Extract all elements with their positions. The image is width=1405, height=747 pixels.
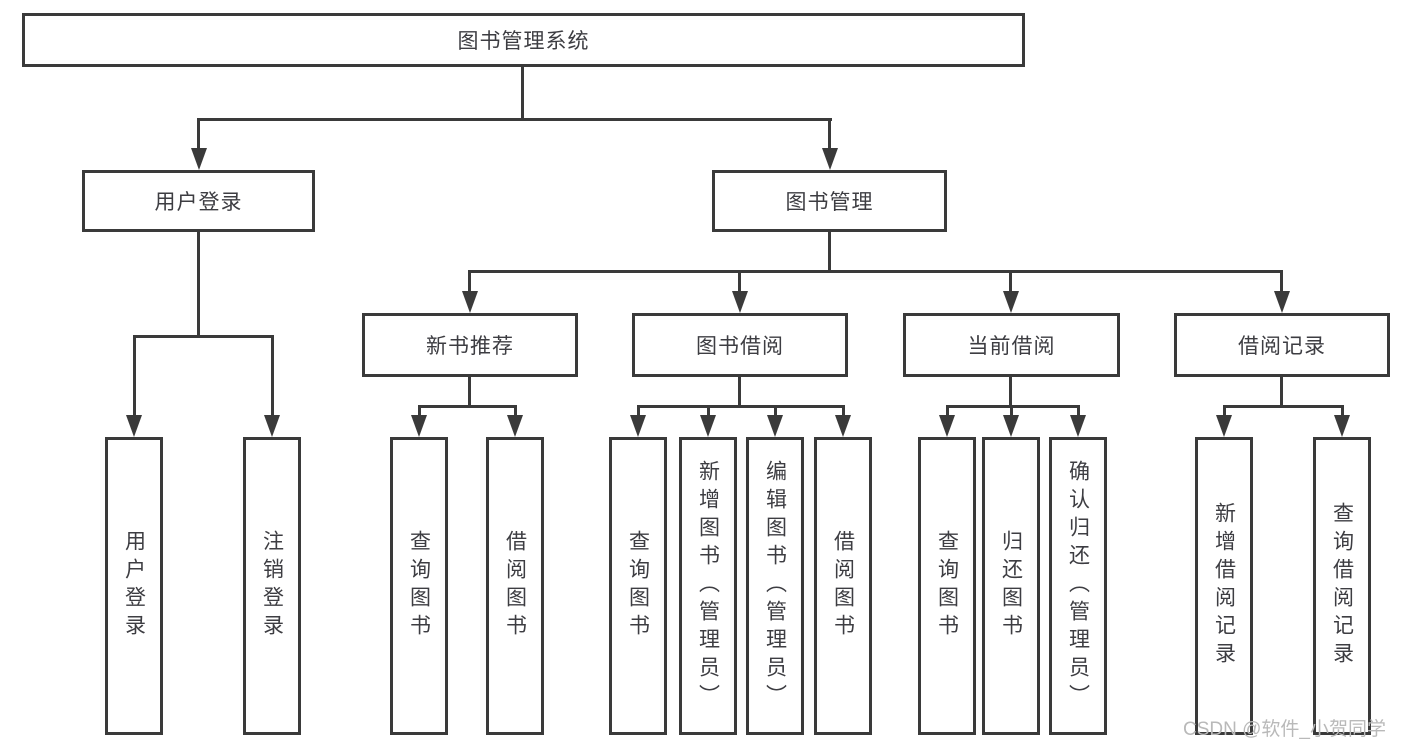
leaf-query-books-1: 查询图书 (390, 437, 448, 735)
leaf-add-borrow-record: 新增借阅记录 (1195, 437, 1253, 735)
arrowhead-icon (264, 415, 280, 437)
connector-rail (637, 405, 845, 408)
arrowhead-icon (700, 415, 716, 437)
arrowhead-icon (939, 415, 955, 437)
node-borrowing-records: 借阅记录 (1174, 313, 1390, 377)
arrowhead-book-mgmt-icon (822, 148, 838, 170)
node-book-management-system: 图书管理系统 (22, 13, 1025, 67)
leaf-add-book-admin: 新增图书（管理员） (679, 437, 737, 735)
leaf-edit-book-admin-label: 编辑图书（管理员） (763, 460, 787, 712)
arrowhead-icon (462, 291, 478, 313)
leaf-user-login: 用户登录 (105, 437, 163, 735)
arrowhead-icon (411, 415, 427, 437)
leaf-query-books-2-label: 查询图书 (626, 530, 650, 642)
connector-l3-drop (468, 270, 471, 295)
leaf-borrow-books-2: 借阅图书 (814, 437, 872, 735)
connector-leaf-drop (514, 405, 517, 418)
connector-leaf-drop (774, 405, 777, 418)
arrowhead-icon (630, 415, 646, 437)
leaf-query-borrow-record-label: 查询借阅记录 (1330, 502, 1354, 670)
node-new-book-recommend-label: 新书推荐 (426, 335, 514, 358)
connector-leaf-drop (707, 405, 710, 418)
connector-rail (1223, 405, 1344, 408)
node-new-book-recommend: 新书推荐 (362, 313, 578, 377)
leaf-return-book: 归还图书 (982, 437, 1040, 735)
arrowhead-icon (1334, 415, 1350, 437)
node-book-management-system-label: 图书管理系统 (457, 30, 590, 53)
connector-book-mgmt-rail (468, 270, 1283, 273)
connector-user-login-stem (197, 232, 200, 335)
connector-stem (1280, 377, 1283, 408)
arrowhead-icon (767, 415, 783, 437)
arrowhead-icon (1003, 415, 1019, 437)
leaf-query-books-3-label: 查询图书 (935, 530, 959, 642)
leaf-confirm-return-admin: 确认归还（管理员） (1049, 437, 1107, 735)
connector-user-login-drop (197, 118, 200, 154)
node-user-login-branch-label: 用户登录 (154, 191, 243, 214)
arrowhead-user-login-icon (191, 148, 207, 170)
node-borrowing-records-label: 借阅记录 (1238, 335, 1326, 358)
leaf-return-book-label: 归还图书 (999, 530, 1023, 642)
connector-rail (946, 405, 1080, 408)
connector-leaf-drop (637, 405, 640, 418)
connector-leaf-drop (133, 335, 136, 417)
arrowhead-icon (126, 415, 142, 437)
leaf-borrow-books-1: 借阅图书 (486, 437, 544, 735)
connector-book-mgmt-drop (828, 118, 831, 154)
node-book-mgmt-branch: 图书管理 (712, 170, 947, 232)
node-book-borrowing-label: 图书借阅 (696, 335, 784, 358)
connector-leaf-drop (842, 405, 845, 418)
leaf-add-borrow-record-label: 新增借阅记录 (1212, 502, 1236, 670)
connector-book-mgmt-stem (828, 232, 831, 270)
connector-l3-drop (1009, 270, 1012, 295)
leaf-borrow-books-1-label: 借阅图书 (503, 530, 527, 642)
leaf-add-book-admin-label: 新增图书（管理员） (696, 460, 720, 712)
leaf-query-books-1-label: 查询图书 (407, 530, 431, 642)
node-book-borrowing: 图书借阅 (632, 313, 848, 377)
node-user-login-branch: 用户登录 (82, 170, 315, 232)
connector-leaf-drop (1010, 405, 1013, 418)
arrowhead-icon (1070, 415, 1086, 437)
leaf-confirm-return-admin-label: 确认归还（管理员） (1066, 460, 1090, 712)
leaf-edit-book-admin: 编辑图书（管理员） (746, 437, 804, 735)
connector-leaf-drop (1223, 405, 1226, 418)
connector-stem (468, 377, 471, 408)
connector-root-stem (521, 67, 524, 118)
connector-leaf-drop (1341, 405, 1344, 418)
connector-l3-drop (1280, 270, 1283, 295)
arrowhead-icon (835, 415, 851, 437)
connector-stem (738, 377, 741, 408)
watermark: CSDN @软件_小贺同学 (1183, 719, 1386, 740)
connector-rail (418, 405, 517, 408)
node-book-mgmt-branch-label: 图书管理 (785, 191, 874, 214)
leaf-logout-label: 注销登录 (260, 530, 284, 642)
arrowhead-icon (732, 291, 748, 313)
arrowhead-icon (1274, 291, 1290, 313)
node-current-borrowing-label: 当前借阅 (967, 335, 1056, 358)
leaf-logout: 注销登录 (243, 437, 301, 735)
connector-user-login-rail (133, 335, 274, 338)
connector-l3-drop (738, 270, 741, 295)
connector-leaf-drop (946, 405, 949, 418)
arrowhead-icon (1003, 291, 1019, 313)
arrowhead-icon (1216, 415, 1232, 437)
connector-leaf-drop (1077, 405, 1080, 418)
connector-stem (1009, 377, 1012, 408)
arrowhead-icon (507, 415, 523, 437)
node-current-borrowing: 当前借阅 (903, 313, 1120, 377)
connector-leaf-drop (271, 335, 274, 417)
leaf-query-books-2: 查询图书 (609, 437, 667, 735)
leaf-query-borrow-record: 查询借阅记录 (1313, 437, 1371, 735)
leaf-user-login-label: 用户登录 (122, 530, 146, 642)
leaf-borrow-books-2-label: 借阅图书 (831, 530, 855, 642)
connector-root-rail (197, 118, 832, 121)
connector-leaf-drop (418, 405, 421, 418)
leaf-query-books-3: 查询图书 (918, 437, 976, 735)
